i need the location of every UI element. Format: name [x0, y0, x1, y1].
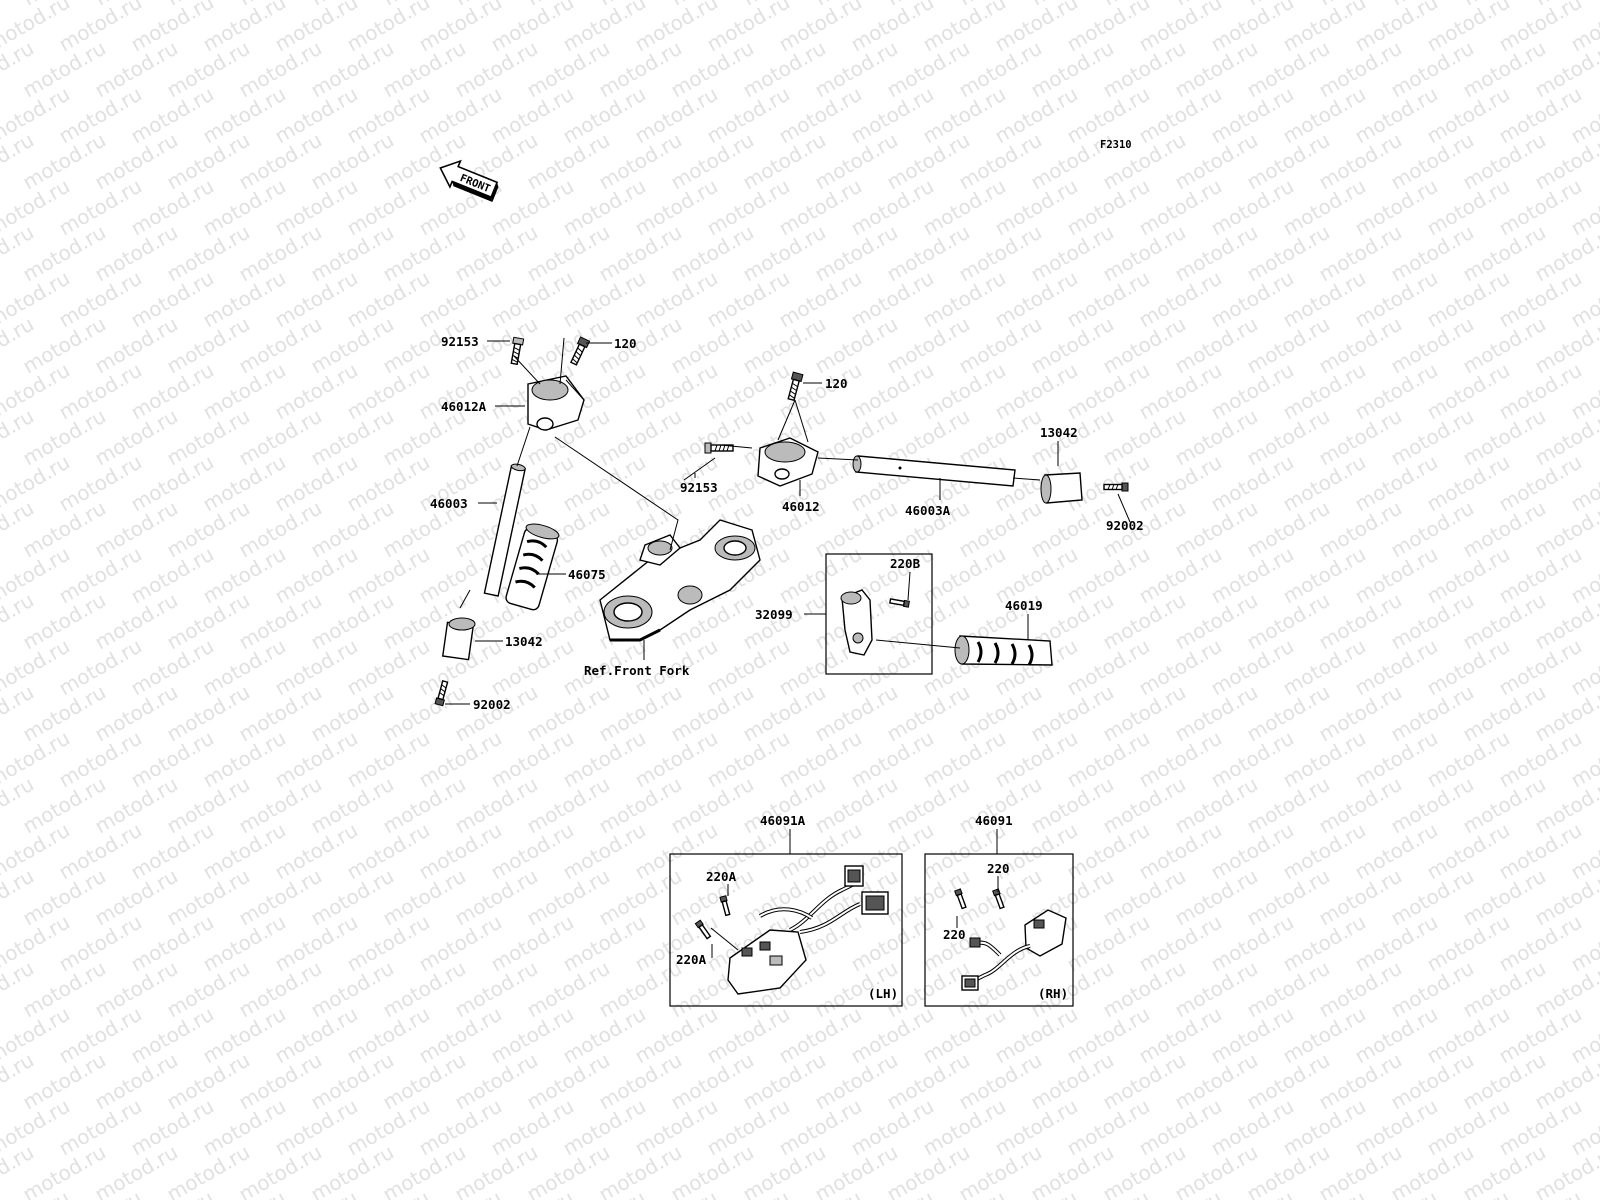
- callout-220-left: 220: [943, 927, 966, 942]
- watermark-text: motod.ru: [0, 1186, 2, 1200]
- screw-92002-left: [434, 680, 449, 707]
- handlebar-holder-46012A: [527, 375, 585, 431]
- right-switch-box: [924, 853, 1074, 1007]
- callout-46012A: 46012A: [441, 399, 487, 414]
- bolt-120-left: [570, 336, 591, 366]
- callout-46003A: 46003A: [905, 503, 951, 518]
- callout-ref-front-fork: Ref.Front Fork: [584, 663, 690, 678]
- handlebar-holder-46012: [757, 437, 819, 487]
- callout-220A-top: 220A: [706, 869, 737, 884]
- bar-end-weight-13042-left: [441, 617, 476, 661]
- callout-46075: 46075: [568, 567, 606, 582]
- callout-rh: (RH): [1038, 986, 1068, 1001]
- callout-92153-left: 92153: [441, 334, 479, 349]
- callout-labels: 92153 120 46012A 46003 46075 13042 92002…: [430, 334, 1144, 1001]
- callout-92153-right: 92153: [680, 480, 718, 495]
- callout-46012: 46012: [782, 499, 820, 514]
- right-switch-assembly-46091: [961, 909, 1067, 991]
- callout-92002-left: 92002: [473, 697, 511, 712]
- callout-220A-bottom: 220A: [676, 952, 707, 967]
- screw-220B: [889, 598, 910, 608]
- callout-32099: 32099: [755, 607, 793, 622]
- callout-220-top: 220: [987, 861, 1010, 876]
- top-clamp-ref-front-fork: [599, 519, 761, 642]
- screw-220A-top: [719, 895, 731, 917]
- callout-46091: 46091: [975, 813, 1013, 828]
- callout-46019: 46019: [1005, 598, 1043, 613]
- callout-13042-right: 13042: [1040, 425, 1078, 440]
- throttle-grip-46019: [954, 635, 1053, 666]
- bolt-120-right: [787, 371, 804, 402]
- callout-120-right: 120: [825, 376, 848, 391]
- callout-13042-left: 13042: [505, 634, 543, 649]
- bolt-92153-left: [510, 336, 525, 366]
- leader-lines: [445, 337, 1131, 958]
- callout-92002-right: 92002: [1106, 518, 1144, 533]
- throttle-housing-32099: [840, 589, 873, 656]
- screw-220-top: [992, 888, 1005, 910]
- figure-code: F2310: [1100, 139, 1132, 151]
- screw-220-left: [954, 888, 967, 910]
- left-switch-box: [669, 853, 903, 1007]
- handlebar-46003A: [852, 455, 1016, 487]
- left-switch-assembly-46091A: [727, 865, 889, 995]
- callout-46003: 46003: [430, 496, 468, 511]
- callout-46091A: 46091A: [760, 813, 806, 828]
- callout-lh: (LH): [868, 986, 898, 1001]
- bolt-92153-right: [704, 442, 734, 454]
- screw-220A-bottom: [694, 919, 712, 940]
- bar-end-weight-13042-right: [1040, 472, 1083, 504]
- front-arrow-icon: FRONT: [439, 159, 499, 202]
- screw-92002-right: [1103, 482, 1129, 492]
- callout-220B: 220B: [890, 556, 921, 571]
- callout-120-left: 120: [614, 336, 637, 351]
- handlebar-46003: [483, 463, 526, 597]
